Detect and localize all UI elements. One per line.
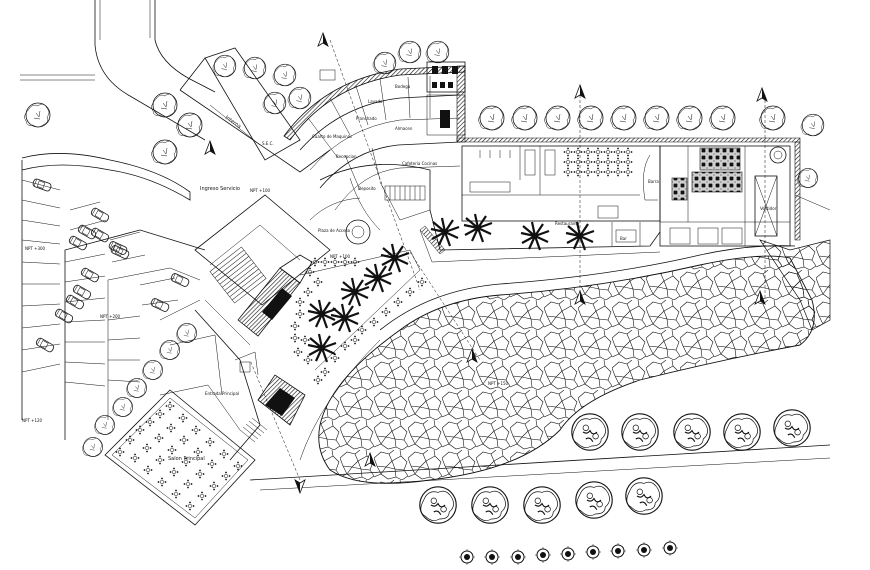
- lobby: [309, 163, 446, 255]
- label-entrada: Entrada Principal: [205, 391, 239, 396]
- salon-principal: [104, 384, 256, 526]
- stone-garden: [249, 194, 831, 491]
- label-bodega: Bodega: [395, 84, 411, 89]
- label-cafeteria: Cafeteria Cocinas: [402, 161, 437, 166]
- label-restaurante: Restaurante: [555, 221, 580, 226]
- room-labels: Interna S.E.C. Ingreso Servicio Cuarto d…: [22, 84, 777, 462]
- restaurant-block: [419, 145, 791, 263]
- label-plaza: Plaza de Acceso: [318, 228, 351, 233]
- label-level-4: NPT +120: [22, 418, 43, 423]
- label-sec: S.E.C.: [262, 141, 274, 146]
- central-core: [159, 194, 331, 461]
- label-cuarto-maquinas: Cuarto de Maquinas: [312, 134, 352, 139]
- label-salon-principal: Salon Principal: [168, 456, 205, 462]
- label-ingreso-servicio: Ingreso Servicio: [200, 186, 240, 192]
- label-barra: Barra: [648, 179, 659, 184]
- label-deposito: Deposito: [358, 186, 376, 191]
- label-level-5: NPT +150: [488, 381, 509, 386]
- label-lavado: Lavado: [368, 99, 383, 104]
- label-almacen: Almacen: [395, 126, 413, 131]
- label-vestidor: Vestidor: [760, 206, 777, 211]
- shrub-icon: [458, 539, 679, 566]
- terrace-tables: [290, 249, 427, 385]
- label-interna: Interna: [224, 115, 242, 130]
- label-level-1: NPT +100: [250, 188, 271, 193]
- reference-lines: [249, 39, 766, 481]
- label-level-3: NPT +300: [25, 246, 46, 251]
- label-recepcion: Recepcion: [336, 154, 357, 159]
- label-level-2: NPT +200: [100, 314, 121, 319]
- label-level-6: NPT +100: [330, 254, 351, 259]
- access-road: [20, 0, 216, 141]
- perimeter-wall: [456, 65, 801, 241]
- parking-lot: [21, 153, 206, 440]
- label-planchado: Planchado: [356, 116, 377, 121]
- label-bar: Bar: [620, 236, 627, 241]
